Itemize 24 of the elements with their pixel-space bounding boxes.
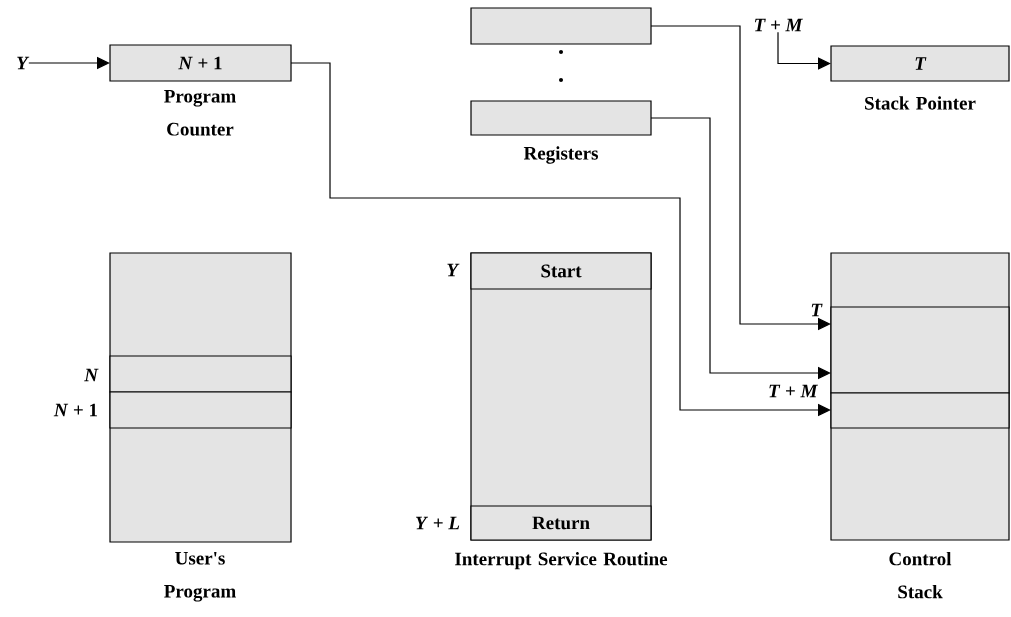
- register-box: T: [830, 45, 1010, 82]
- address-label: T + M: [754, 18, 803, 32]
- node-label: Registers: [523, 146, 598, 164]
- register-box: N + 1: [109, 44, 292, 82]
- address-label: N: [84, 368, 99, 382]
- address-label: T: [811, 303, 823, 317]
- address-label: N + 1: [53, 403, 97, 417]
- node-label: User's Program: [164, 552, 236, 602]
- arrow: [777, 31, 831, 70]
- address-label: Y: [447, 263, 460, 277]
- memory-cell: Return: [470, 505, 652, 541]
- address-label: Y + L: [416, 516, 460, 530]
- address-label: Y: [17, 56, 30, 70]
- register-box: [470, 7, 652, 45]
- node-label: Interrupt Service Routine: [455, 552, 668, 570]
- node-label: Stack Pointer: [865, 96, 976, 110]
- memory-cell: [109, 391, 292, 429]
- memory-cell: [830, 392, 1010, 429]
- register-box: [470, 100, 652, 136]
- memory-cell: Start: [470, 252, 652, 290]
- memory-cell: [109, 355, 292, 393]
- node-label: Control Stack: [889, 552, 952, 599]
- address-label: T + M: [769, 384, 818, 398]
- node-label: Program Counter: [164, 90, 236, 136]
